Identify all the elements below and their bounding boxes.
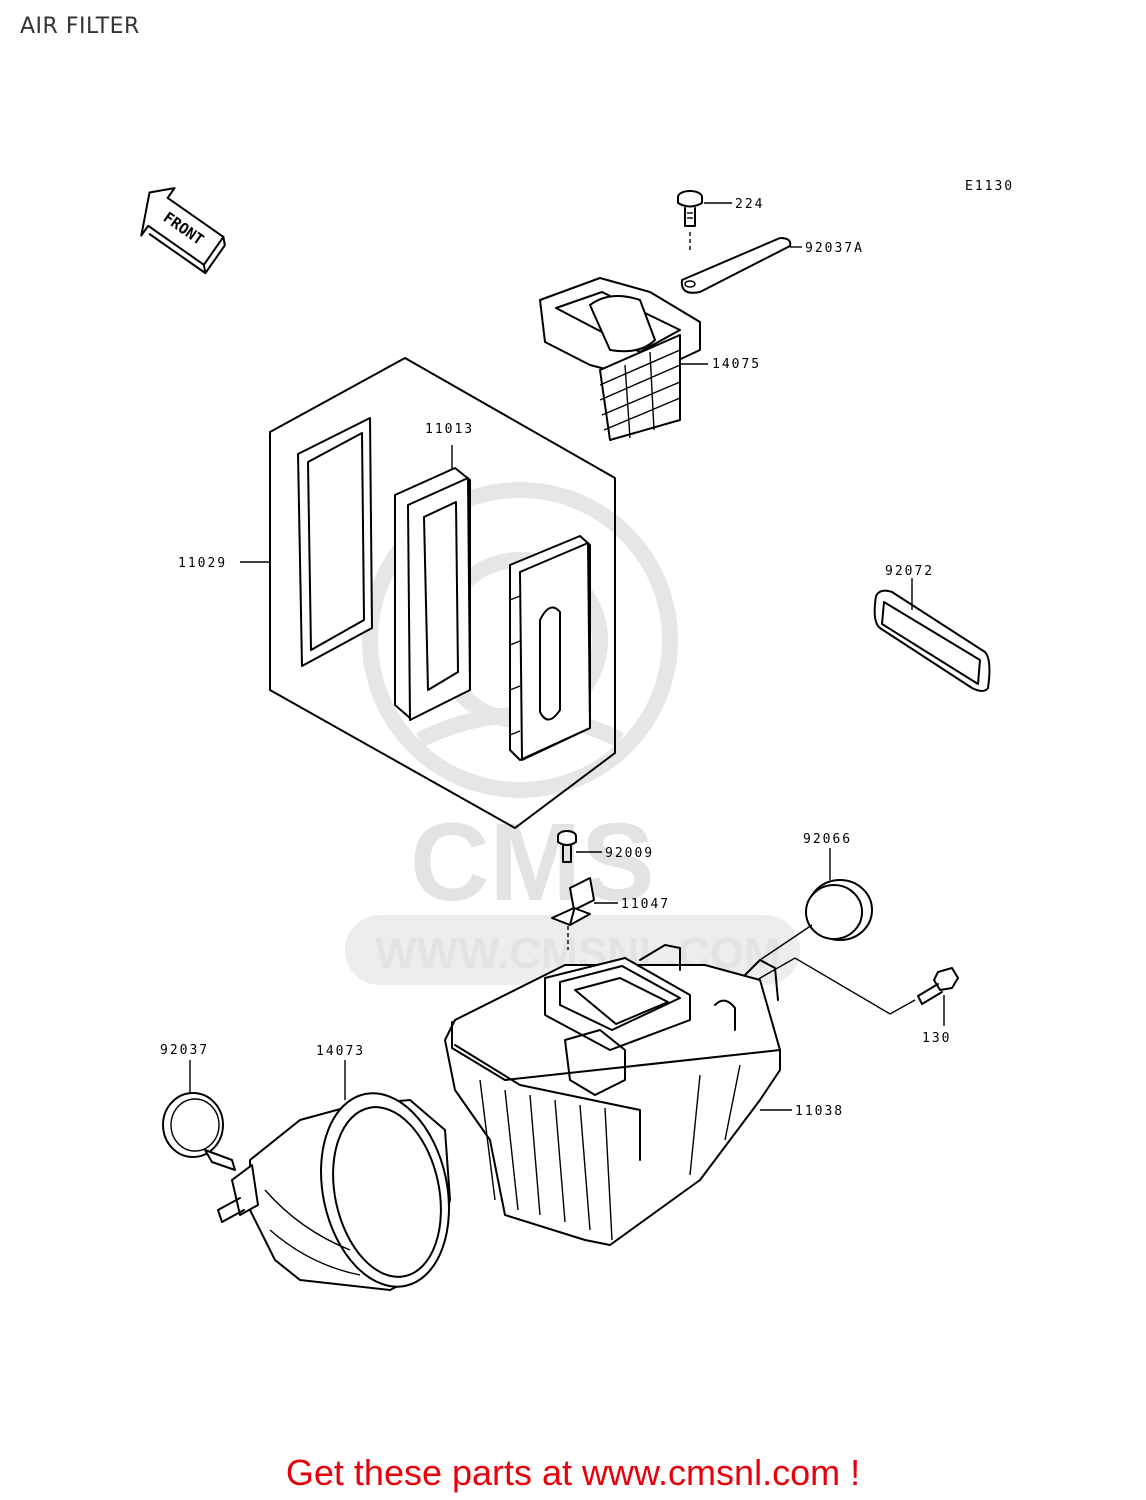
part-label-11038: 11038 [795, 1104, 844, 1119]
part-130-bolt [747, 957, 959, 1026]
parts-diagram: CMS WWW.CMSNL.COM FRONT E1130 224 92037A [140, 179, 1014, 1291]
part-label-11013: 11013 [425, 422, 474, 437]
part-label-92066: 92066 [803, 832, 852, 847]
part-11038-air-box [444, 944, 792, 1246]
part-11029-filter-kit [240, 357, 616, 829]
part-label-92037a: 92037A [805, 241, 864, 256]
watermark-logo: CMS [410, 801, 654, 924]
part-label-14073: 14073 [316, 1044, 365, 1059]
part-92037a-strap [680, 237, 802, 294]
part-label-14075: 14075 [712, 357, 761, 372]
front-arrow-icon: FRONT [140, 187, 226, 275]
page-title: AIR FILTER [20, 14, 140, 39]
part-label-92009: 92009 [605, 846, 654, 861]
part-14075-cover [539, 277, 708, 441]
part-14073-intake-duct [217, 1060, 451, 1291]
part-label-224: 224 [735, 197, 764, 212]
part-label-130: 130 [922, 1031, 951, 1046]
part-label-11029: 11029 [178, 556, 227, 571]
part-92072-band [873, 578, 991, 692]
footer-link-text[interactable]: Get these parts at www.cmsnl.com ! [285, 1452, 861, 1493]
part-11047-bracket [551, 877, 618, 950]
part-92009-screw [557, 830, 602, 863]
part-label-11047: 11047 [621, 897, 670, 912]
part-92066-cap [759, 848, 873, 961]
part-label-92037: 92037 [160, 1043, 209, 1058]
part-224-screw [677, 190, 732, 250]
part-label-92072: 92072 [885, 564, 934, 579]
diagram-code: E1130 [965, 179, 1014, 194]
part-92037-clamp [162, 1060, 236, 1171]
